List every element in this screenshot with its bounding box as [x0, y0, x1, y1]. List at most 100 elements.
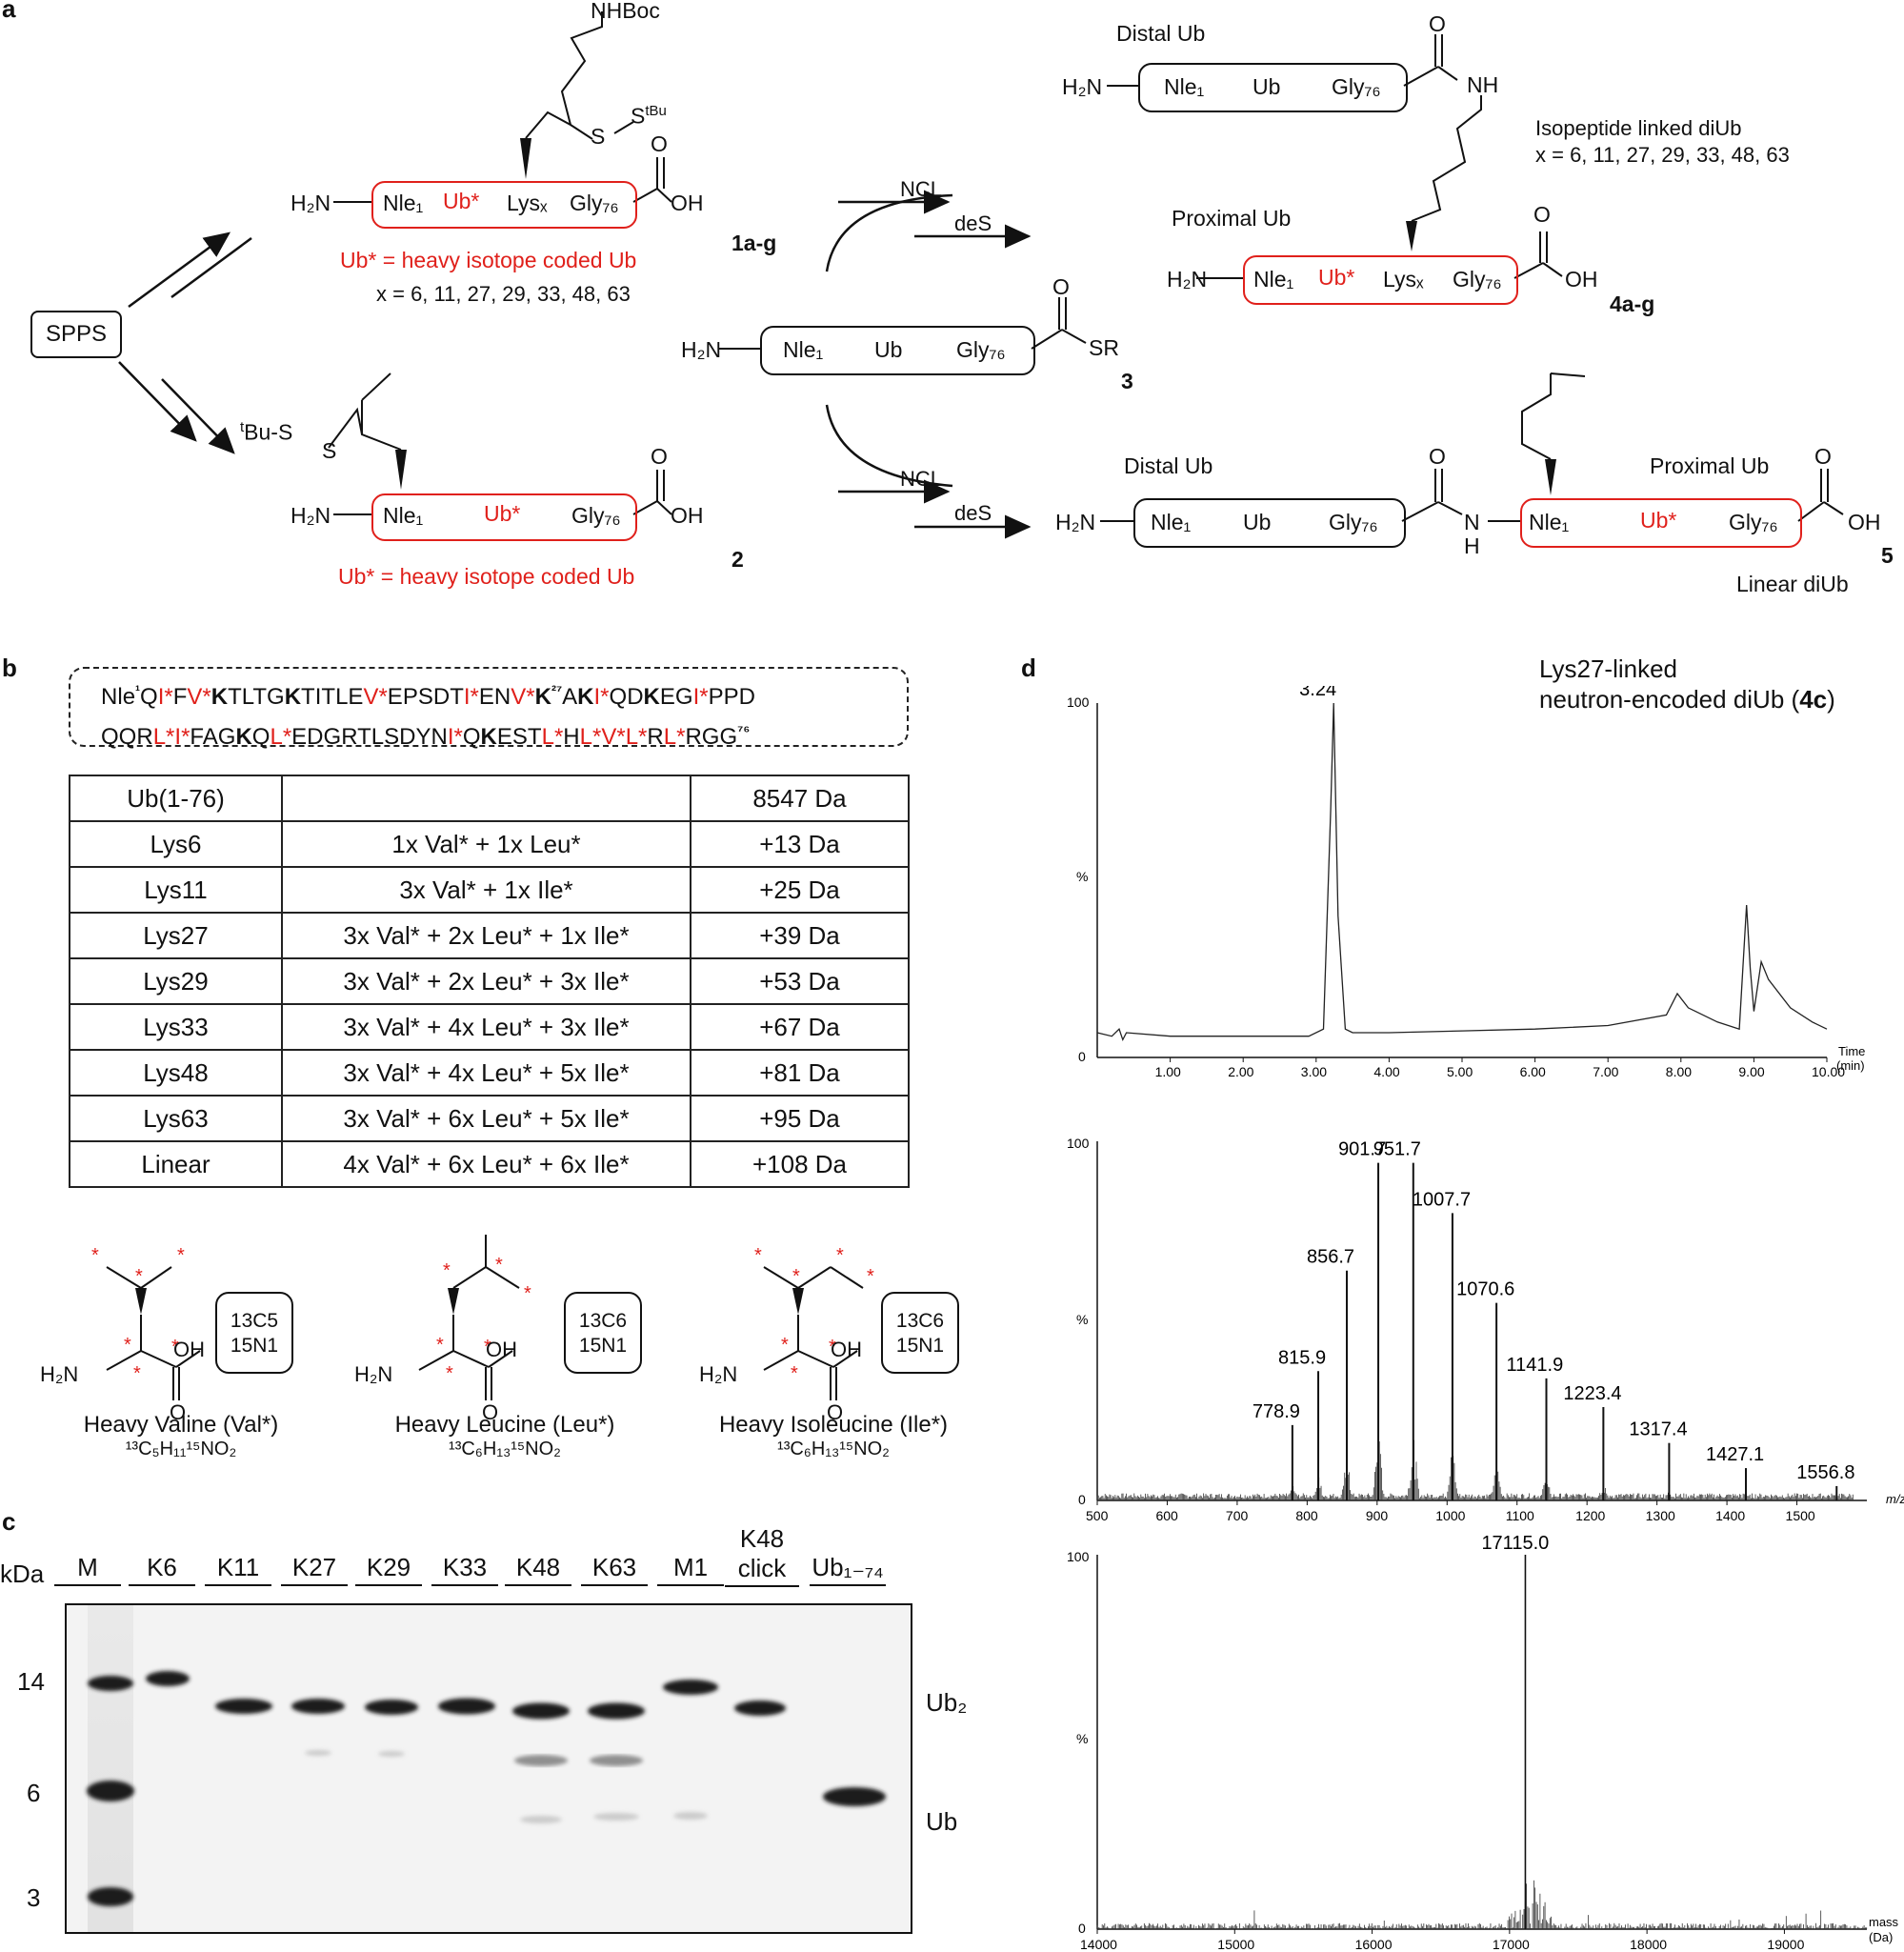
cmpd1-o: O	[651, 131, 668, 156]
cmpd1-ub-box	[371, 181, 637, 229]
table-cell-mass: +53 Da	[690, 957, 910, 1005]
x-tick-label: 9.00	[1738, 1064, 1764, 1079]
cmpd3-ub-box	[760, 326, 1035, 375]
peak-label: 856.7	[1307, 1247, 1354, 1268]
table-cell-comp: 4x Val* + 6x Leu* + 6x Ile*	[281, 1140, 691, 1188]
esi-y-label: %	[1076, 1312, 1088, 1327]
chrom-y-max: 100	[1067, 694, 1090, 710]
iso-distal-label: Distal Ub	[1116, 21, 1206, 46]
table-cell-mass: +81 Da	[690, 1049, 910, 1097]
x-tick-label: 800	[1295, 1508, 1318, 1523]
lin-distal-ub: Ub	[1243, 510, 1272, 534]
table-cell-lys: Lys11	[69, 866, 283, 914]
esi-y-min: 0	[1078, 1492, 1086, 1507]
cmpd3-sr: SR	[1089, 335, 1119, 360]
cmpd2-gly76: Gly₇₆	[571, 503, 621, 528]
lin-proximal-oh: OH	[1848, 510, 1881, 534]
cmpd1-nhboc: NHBoc	[591, 0, 660, 23]
cmpd2-ub-box	[371, 493, 637, 541]
lin-proximal-label: Proximal Ub	[1650, 453, 1770, 478]
dec-x-label-1: mass	[1869, 1915, 1899, 1929]
table-cell-lys: Lys27	[69, 912, 283, 959]
cmpd1-number: 1a-g	[732, 231, 777, 255]
table-cell-comp: 3x Val* + 1x Ile*	[281, 866, 691, 914]
svg-text:*: *	[495, 1255, 503, 1276]
gel-lane-label: K6	[129, 1553, 195, 1586]
iso-proximal-gly76: Gly₇₆	[1453, 267, 1502, 292]
x-tick-label: 1.00	[1155, 1064, 1181, 1079]
x-tick-label: 1200	[1575, 1508, 1605, 1523]
panel-label-c: c	[2, 1507, 16, 1536]
peak-label: 1070.6	[1456, 1279, 1514, 1300]
cmpd2-number: 2	[732, 547, 744, 572]
des-label-bottom: deS	[954, 501, 992, 525]
lin-distal-gly76: Gly₇₆	[1329, 510, 1378, 534]
marker-6: 6	[27, 1779, 41, 1807]
x-tick-label: 17000	[1493, 1937, 1530, 1952]
peak-label: 1141.9	[1507, 1355, 1564, 1376]
x-tick-label: 18000	[1630, 1937, 1667, 1952]
svg-text:*: *	[480, 1229, 488, 1234]
peak-label: 1427.1	[1706, 1444, 1764, 1465]
chromatogram-trace	[1096, 702, 1828, 1042]
ncl-label-top: NCL	[900, 177, 943, 201]
table-cell-comp: 3x Val* + 2x Leu* + 3x Ile*	[281, 957, 691, 1005]
cmpd2-h2n: H₂N	[291, 503, 331, 528]
table-cell-lys: Linear	[69, 1140, 283, 1188]
dec-y-max: 100	[1067, 1549, 1090, 1564]
table-cell-lys: Ub(1-76)	[69, 775, 283, 822]
x-tick-label: 600	[1155, 1508, 1178, 1523]
cmpd3-ub: Ub	[874, 337, 903, 362]
table-cell-lys: Lys48	[69, 1049, 283, 1097]
iso-nh: NH	[1467, 72, 1499, 97]
iso-distal-ub: Ub	[1253, 74, 1281, 99]
x-tick-label: 1100	[1506, 1508, 1534, 1523]
leu-o: O	[482, 1400, 499, 1424]
table-row: Ub(1-76)8547 Da	[69, 775, 910, 822]
esi-y-max: 100	[1067, 1136, 1090, 1151]
cmpd1-oh: OH	[671, 191, 704, 215]
cmpd2-ub-star: Ub*	[484, 501, 521, 526]
table-cell-comp: 3x Val* + 4x Leu* + 5x Ile*	[281, 1049, 691, 1097]
cmpd1-ub-star: Ub*	[443, 189, 480, 213]
iso-distal-box	[1138, 63, 1408, 112]
cmpd2-oh: OH	[671, 503, 704, 528]
ncl-label-bottom: NCL	[900, 467, 943, 491]
svg-text:*: *	[436, 1335, 444, 1356]
cmpd1-ub-star-def: Ub* = heavy isotope coded Ub	[340, 248, 637, 272]
gel-lane-label: K29	[355, 1553, 422, 1586]
marker-14: 14	[17, 1667, 45, 1696]
peak-label: 815.9	[1278, 1347, 1326, 1368]
table-cell-mass: +95 Da	[690, 1095, 910, 1142]
cmpd3-h2n: H₂N	[681, 337, 722, 362]
lin-o: O	[1429, 444, 1446, 469]
iso-proximal-label: Proximal Ub	[1172, 206, 1292, 231]
gel-lane-label: Ub₁₋₇₄	[810, 1553, 886, 1586]
svg-text:*: *	[171, 1337, 179, 1358]
cmpd1-lysx: Lysₓ	[507, 191, 548, 215]
x-tick-label: 500	[1086, 1508, 1109, 1523]
table-cell-mass: +67 Da	[690, 1003, 910, 1051]
peak-label: 951.7	[1373, 1139, 1421, 1160]
svg-text:*: *	[754, 1245, 762, 1266]
val-oh: OH	[173, 1338, 205, 1361]
svg-text:*: *	[836, 1245, 844, 1266]
x-tick-label: 14000	[1080, 1937, 1117, 1952]
svg-text:*: *	[791, 1363, 798, 1384]
svg-text:*: *	[135, 1266, 143, 1287]
table-cell-mass: +13 Da	[690, 820, 910, 868]
svg-text:*: *	[867, 1266, 874, 1287]
lin-proximal-gly76: Gly₇₆	[1729, 510, 1778, 534]
x-tick-label: 16000	[1355, 1937, 1393, 1952]
table-cell-lys: Lys29	[69, 957, 283, 1005]
x-tick-label: 15000	[1217, 1937, 1254, 1952]
iso-proximal-nle1: Nle₁	[1253, 267, 1294, 292]
cmpd1-h2n: H₂N	[291, 191, 331, 215]
